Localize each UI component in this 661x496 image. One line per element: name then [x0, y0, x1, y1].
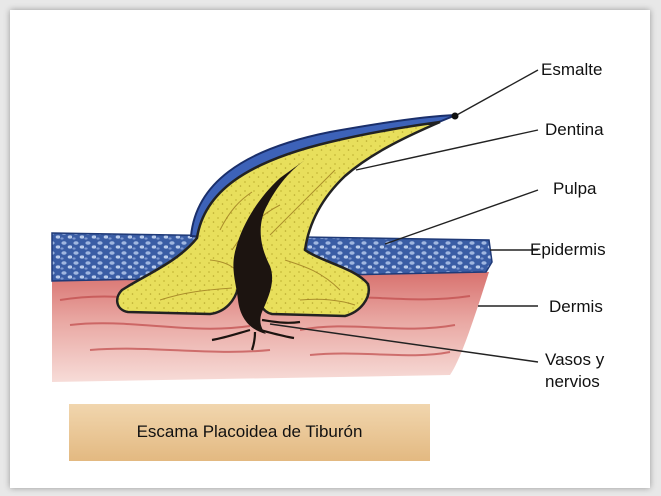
label-enamel: Esmalte: [541, 60, 602, 80]
label-dentin: Dentina: [545, 120, 604, 140]
caption-box: Escama Placoidea de Tiburón: [69, 404, 430, 461]
figure-caption: Escama Placoidea de Tiburón: [69, 422, 430, 442]
label-vessels-line2: nervios: [545, 372, 600, 392]
pointer-line-enamel: [455, 70, 538, 116]
pointer-line-pulp: [385, 190, 538, 244]
label-dermis: Dermis: [549, 297, 603, 317]
label-vessels-line1: Vasos y: [545, 350, 604, 370]
enamel-tip-dot: [452, 113, 459, 120]
label-epidermis: Epidermis: [530, 240, 606, 260]
label-pulp: Pulpa: [553, 179, 596, 199]
